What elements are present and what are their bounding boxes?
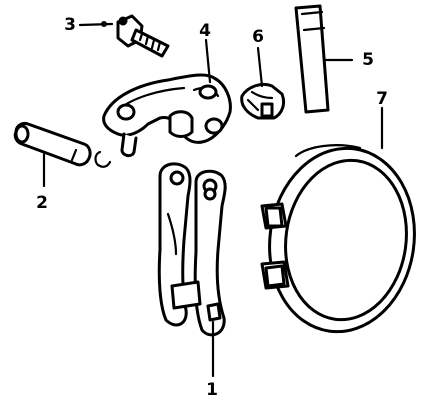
leader-line-4 [204, 38, 212, 84]
part-6-block [240, 82, 286, 120]
part-5-plate [294, 4, 330, 114]
part-3-bolt [116, 14, 170, 58]
callout-4: 4 [199, 21, 211, 41]
callout-6: 6 [252, 27, 264, 47]
callout-7: 7 [376, 89, 388, 109]
leader-line-3 [78, 22, 114, 27]
leader-line-6 [256, 46, 264, 88]
part-2-pin [13, 122, 112, 168]
part-4-upper-clamp [102, 73, 232, 158]
leader-dot-3 [101, 21, 107, 27]
part-7-band-clamp [260, 144, 416, 334]
part-1-link-assembly [157, 162, 227, 337]
callout-2: 2 [36, 193, 48, 213]
callout-1: 1 [206, 380, 218, 400]
callout-3: 3 [64, 15, 76, 35]
callout-5: 5 [362, 50, 374, 70]
